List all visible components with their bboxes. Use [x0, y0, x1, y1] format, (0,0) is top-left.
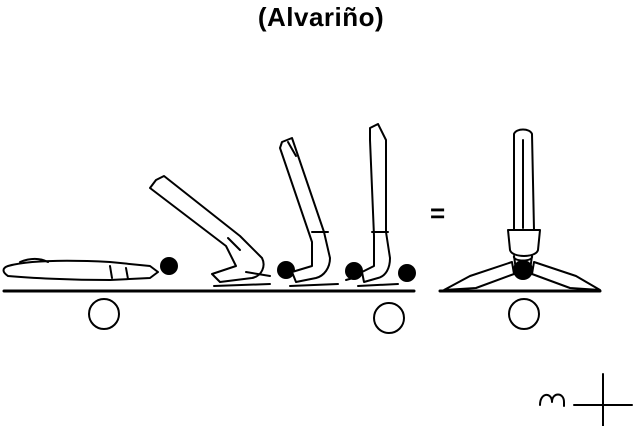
- head-icon: [277, 261, 295, 279]
- contact-circle-end: [373, 302, 405, 334]
- gymnast-figure-4: [345, 123, 416, 287]
- symbol-notation-icon: [539, 373, 633, 426]
- page-title: (Alvariño): [257, 2, 385, 32]
- gymnast-figure-final: [443, 128, 601, 291]
- head-icon: [160, 257, 178, 275]
- head-icon: [398, 264, 416, 282]
- contact-circle-start: [88, 298, 120, 330]
- head-icon: [513, 260, 533, 280]
- gymnast-figure-2: [149, 175, 295, 287]
- contact-circle-final: [508, 298, 540, 330]
- gymnast-figure-1: [2, 257, 178, 281]
- equals-sign: =: [430, 198, 445, 228]
